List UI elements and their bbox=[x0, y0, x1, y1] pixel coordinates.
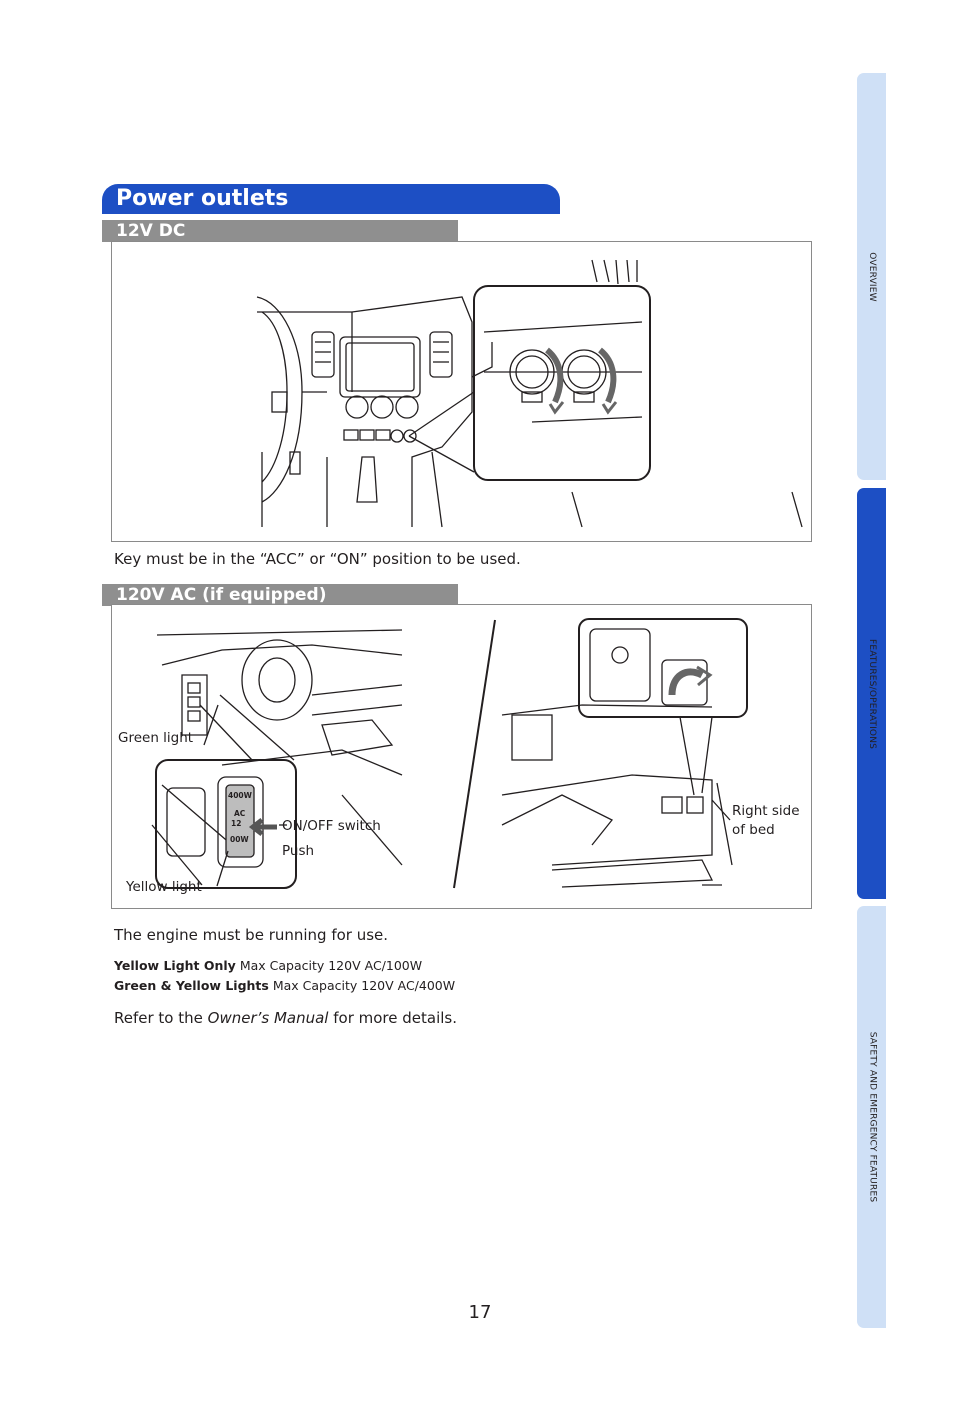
capacity-green-yellow-text: Max Capacity 120V AC/400W bbox=[272, 978, 456, 993]
switch-marking-400w: 400W bbox=[228, 791, 252, 800]
push-label: Push bbox=[282, 843, 315, 859]
running-note: The engine must be running for use. bbox=[114, 926, 389, 944]
right-side-bed-label-line2: of bed bbox=[732, 822, 775, 838]
switch-marking-00w: 00W bbox=[230, 835, 249, 844]
side-tab-overview-label: OVERVIEW bbox=[867, 251, 877, 302]
owners-manual-reference: Owner’s Manual bbox=[207, 1009, 329, 1027]
side-tab-features-operations-label: FEATURES/OPERATIONS bbox=[867, 638, 877, 749]
capacity-green-yellow-label: Green & Yellow Lights bbox=[114, 978, 269, 993]
switch-marking-12: 12 bbox=[231, 819, 242, 828]
dc-illustration-frame bbox=[111, 241, 812, 542]
side-tab-overview[interactable] bbox=[857, 73, 886, 480]
refer-prefix: Refer to the bbox=[114, 1009, 208, 1027]
green-light-label: Green light bbox=[118, 730, 194, 746]
dc-note: Key must be in the “ACC” or “ON” positio… bbox=[114, 550, 521, 568]
switch-marking-ac: AC bbox=[234, 809, 246, 818]
right-side-bed-label-line1: Right side bbox=[732, 803, 800, 819]
capacity-yellow-label: Yellow Light Only bbox=[114, 958, 236, 973]
capacity-yellow-text: Max Capacity 120V AC/100W bbox=[239, 958, 423, 973]
dashboard-illustration bbox=[256, 259, 803, 528]
on-off-switch-label: ON/OFF switch bbox=[282, 818, 381, 834]
side-tab-features-operations[interactable] bbox=[857, 488, 886, 899]
yellow-light-label: Yellow light bbox=[126, 879, 202, 895]
refer-note: Refer to the Owner’s Manual for more det… bbox=[114, 1009, 457, 1027]
ac-illustration-frame: Green light ON/OFF switch Push Yellow li… bbox=[111, 604, 812, 909]
capacity-green-yellow: Green & Yellow Lights Max Capacity 120V … bbox=[114, 978, 455, 993]
capacity-yellow: Yellow Light Only Max Capacity 120V AC/1… bbox=[114, 958, 422, 973]
ac-interior-illustration bbox=[151, 618, 748, 889]
refer-suffix: for more details. bbox=[328, 1009, 458, 1027]
side-tab-safety-label: SAFETY AND EMERGENCY FEATURES bbox=[867, 1031, 878, 1203]
side-tab-safety[interactable] bbox=[857, 906, 886, 1328]
page-number: 17 bbox=[468, 1302, 492, 1323]
dc-header: 12V DC bbox=[102, 220, 458, 242]
ac-header: 120V AC (if equipped) bbox=[102, 584, 458, 606]
section-title: Power outlets bbox=[102, 184, 560, 214]
